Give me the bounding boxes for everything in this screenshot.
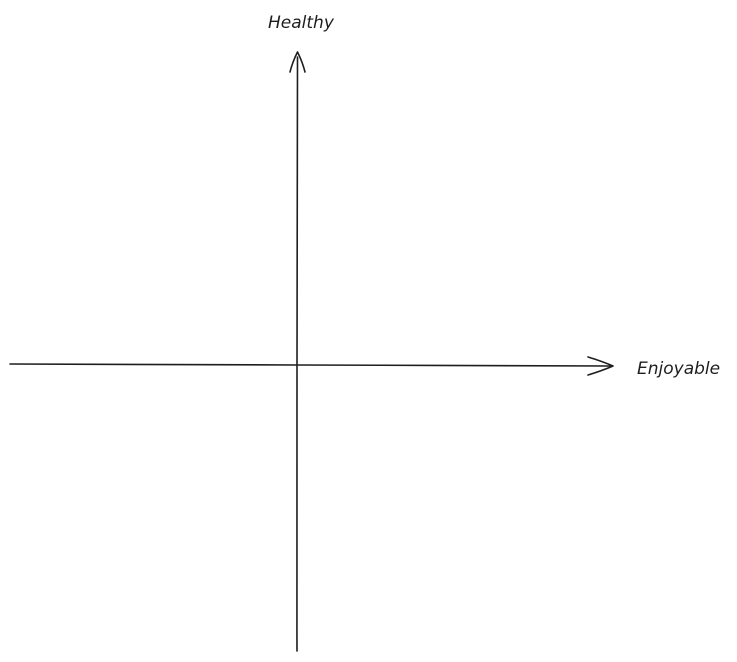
x-axis-label: Enjoyable — [637, 359, 720, 379]
vertical-axis — [289, 51, 306, 652]
vertical-axis-line — [296, 56, 299, 652]
vertical-axis-arrowhead — [289, 51, 306, 73]
horizontal-axis — [9, 356, 614, 376]
y-axis-label: Healthy — [268, 13, 335, 33]
horizontal-axis-arrowhead — [587, 356, 614, 376]
horizontal-axis-line — [9, 363, 612, 367]
